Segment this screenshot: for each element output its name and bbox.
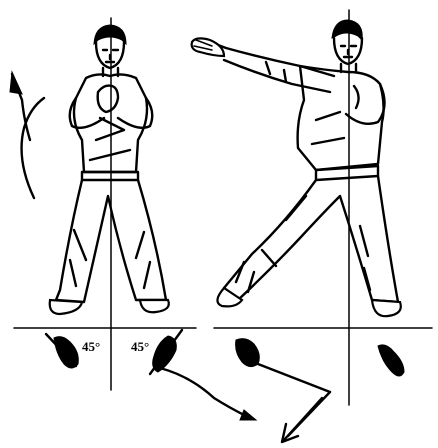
right-head xyxy=(332,20,362,72)
left-head xyxy=(94,25,126,76)
right-jacket-folds xyxy=(312,112,344,144)
right-shoe-back xyxy=(217,288,242,306)
right-shoe-front xyxy=(372,300,401,316)
right-step-arrow-parallel xyxy=(284,398,322,440)
right-footprint-1 xyxy=(236,339,260,367)
left-belt xyxy=(82,172,138,180)
left-step-arrow xyxy=(160,368,246,416)
left-turn-arrow-upper xyxy=(12,74,30,140)
right-torso xyxy=(298,66,384,170)
right-footprint-2 xyxy=(378,345,404,376)
footwork-diagram: 45° 45° xyxy=(14,328,432,442)
right-extended-arm xyxy=(210,42,334,92)
right-angle-label: 45° xyxy=(131,339,149,354)
left-figure xyxy=(10,18,169,390)
left-shoe-right xyxy=(140,300,169,312)
left-step-arrowhead xyxy=(240,410,256,420)
right-figure xyxy=(192,10,401,405)
right-bent-arm xyxy=(346,84,385,124)
left-shoe-left xyxy=(50,300,82,314)
left-angle-label: 45° xyxy=(82,339,100,354)
left-trouser-folds xyxy=(70,230,150,288)
right-step-line xyxy=(258,364,330,392)
left-hands xyxy=(98,86,118,112)
